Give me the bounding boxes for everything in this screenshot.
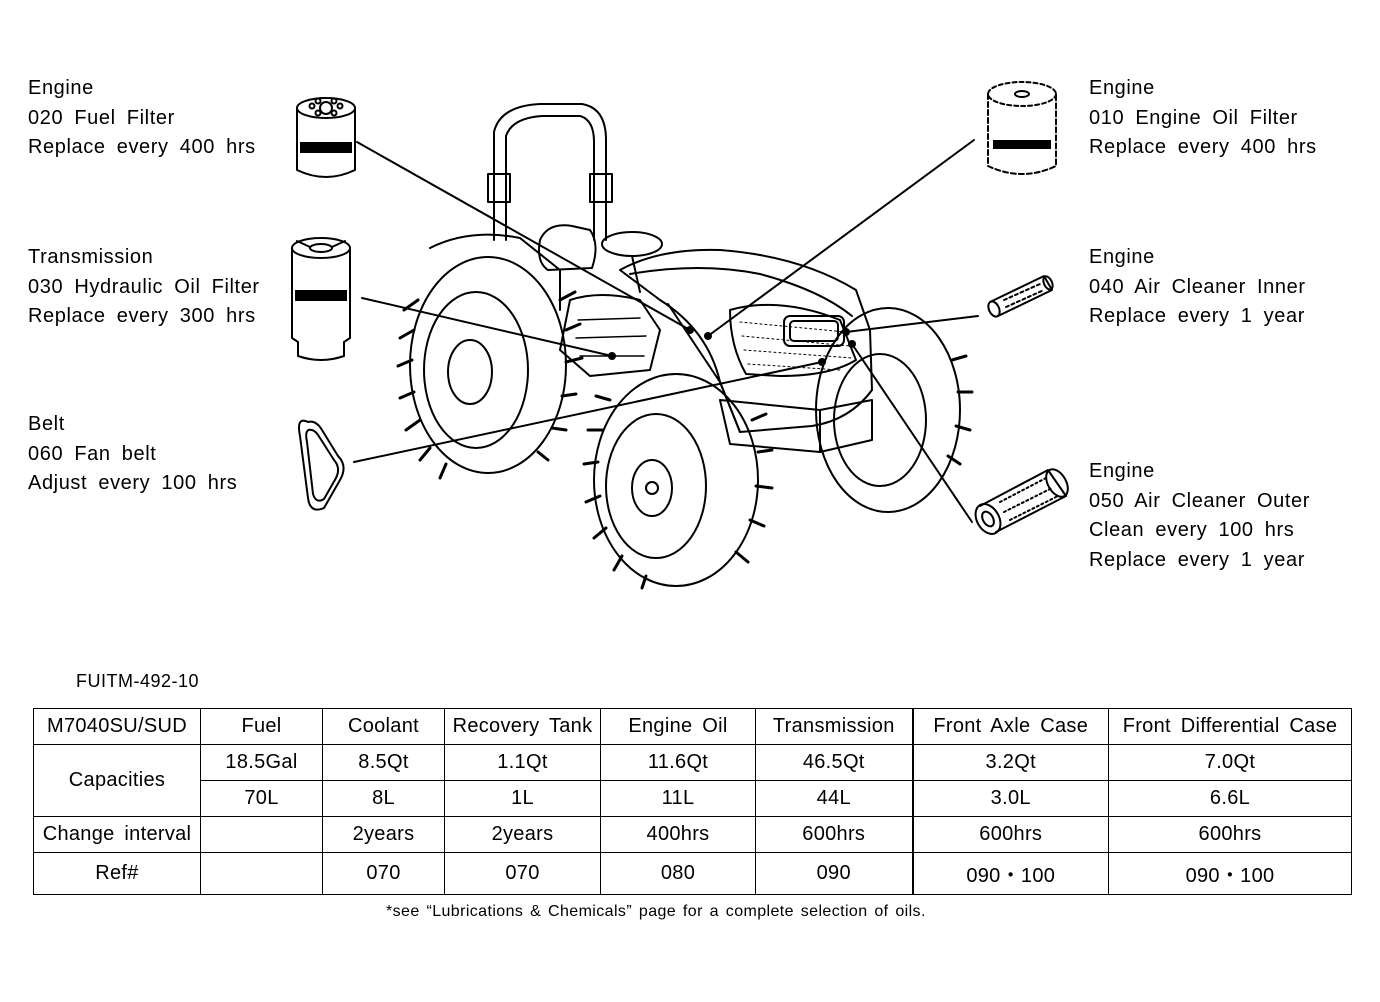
callout-category: Engine bbox=[1089, 246, 1155, 268]
header-transmission: Transmission bbox=[755, 708, 913, 745]
header-fuel: Fuel bbox=[200, 708, 323, 745]
callout-category: Engine bbox=[28, 77, 94, 99]
tractor-diagram bbox=[291, 81, 1069, 590]
table-cell: 11L bbox=[600, 780, 756, 817]
table-cell: 44L bbox=[755, 780, 913, 817]
callout-part: 010 Engine Oil Filter bbox=[1089, 106, 1298, 129]
table-cell: 600hrs bbox=[1108, 816, 1352, 853]
callout-fuel-filter: Engine 020 Fuel Filter Replace every 400… bbox=[28, 74, 256, 163]
table-cell: 600hrs bbox=[911, 816, 1109, 853]
table-header-row: M7040SU/SUD Fuel Coolant Recovery Tank E… bbox=[33, 708, 1352, 745]
callout-air-cleaner-inner: Engine 040 Air Cleaner Inner Replace eve… bbox=[1089, 243, 1306, 332]
table-cell: 11.6Qt bbox=[600, 744, 756, 781]
table-cell: 3.0L bbox=[911, 780, 1109, 817]
table-cell: 6.6L bbox=[1108, 780, 1352, 817]
table-cell: 18.5Gal bbox=[200, 744, 323, 781]
header-engine-oil: Engine Oil bbox=[600, 708, 756, 745]
air-cleaner-inner-icon bbox=[987, 275, 1054, 318]
callout-note: Replace every 400 hrs bbox=[28, 136, 256, 158]
footnote: *see “Lubrications & Chemicals” page for… bbox=[386, 903, 926, 920]
table-cell: 090・100 bbox=[911, 852, 1109, 895]
table-cell: 1.1Qt bbox=[444, 744, 601, 781]
table-cell: 070 bbox=[322, 852, 445, 895]
table-cell: 600hrs bbox=[755, 816, 913, 853]
table-cell: 2years bbox=[444, 816, 601, 853]
capacities-table: M7040SU/SUD Fuel Coolant Recovery Tank E… bbox=[33, 708, 1352, 895]
fuel-filter-icon bbox=[296, 97, 356, 178]
table-cell bbox=[200, 852, 323, 895]
header-front-differential-case: Front Differential Case bbox=[1108, 708, 1352, 745]
table-cell: 080 bbox=[600, 852, 756, 895]
table-cell: 8.5Qt bbox=[322, 744, 445, 781]
fan-belt-icon bbox=[298, 419, 345, 511]
table-cell bbox=[200, 816, 323, 853]
callout-fan-belt: Belt 060 Fan belt Adjust every 100 hrs bbox=[28, 410, 237, 499]
table-row: Capacities 18.5Gal 8.5Qt 1.1Qt 11.6Qt 46… bbox=[33, 744, 1352, 817]
callout-category: Engine bbox=[1089, 460, 1155, 482]
callout-part: 040 Air Cleaner Inner bbox=[1089, 275, 1306, 298]
callout-category: Belt bbox=[28, 413, 65, 435]
table-row: Change interval 2years 2years 400hrs 600… bbox=[33, 816, 1352, 853]
callout-part: 060 Fan belt bbox=[28, 442, 157, 465]
table-cell: 090 bbox=[755, 852, 913, 895]
callout-hydraulic-oil-filter: Transmission 030 Hydraulic Oil Filter Re… bbox=[28, 243, 260, 332]
hydraulic-oil-filter-icon bbox=[291, 237, 351, 361]
table-cell: 46.5Qt bbox=[755, 744, 913, 781]
callout-part: 050 Air Cleaner Outer bbox=[1089, 489, 1311, 512]
callout-note: Clean every 100 hrs bbox=[1089, 519, 1295, 541]
table-cell: 400hrs bbox=[600, 816, 756, 853]
header-coolant: Coolant bbox=[322, 708, 445, 745]
header-front-axle-case: Front Axle Case bbox=[911, 708, 1109, 745]
ref-label: Ref# bbox=[33, 852, 201, 895]
callout-note: Adjust every 100 hrs bbox=[28, 472, 238, 494]
air-cleaner-outer-icon bbox=[974, 468, 1069, 535]
callout-category: Engine bbox=[1089, 77, 1155, 99]
callout-part: 030 Hydraulic Oil Filter bbox=[28, 275, 260, 298]
table-cell: 2years bbox=[322, 816, 445, 853]
callout-note: Replace every 300 hrs bbox=[28, 305, 256, 327]
callout-note: Replace every 400 hrs bbox=[1089, 136, 1317, 158]
model-cell: M7040SU/SUD bbox=[33, 708, 201, 745]
header-recovery-tank: Recovery Tank bbox=[444, 708, 601, 745]
table-cell: 3.2Qt bbox=[911, 744, 1109, 781]
table-row: 70L 8L 1L 11L 44L 3.0L 6.6L bbox=[34, 780, 1352, 817]
table-cell: 8L bbox=[322, 780, 445, 817]
callout-note: Replace every 1 year bbox=[1089, 548, 1305, 571]
capacities-label: Capacities bbox=[33, 744, 201, 817]
table-row: Ref# 070 070 080 090 090・100 090・100 bbox=[33, 852, 1352, 895]
callout-part: 020 Fuel Filter bbox=[28, 106, 175, 129]
table-cell: 070 bbox=[444, 852, 601, 895]
document-id: FUITM-492-10 bbox=[76, 671, 200, 691]
table-cell: 1L bbox=[444, 780, 601, 817]
callout-note: Replace every 1 year bbox=[1089, 305, 1305, 327]
callout-air-cleaner-outer: Engine 050 Air Cleaner Outer Clean every… bbox=[1089, 457, 1310, 575]
table-cell: 70L bbox=[200, 780, 323, 817]
callout-category: Transmission bbox=[28, 246, 154, 268]
callout-engine-oil-filter: Engine 010 Engine Oil Filter Replace eve… bbox=[1089, 74, 1317, 163]
table-cell: 7.0Qt bbox=[1108, 744, 1352, 781]
table-cell: 090・100 bbox=[1108, 852, 1352, 895]
engine-oil-filter-icon bbox=[987, 81, 1057, 175]
change-interval-label: Change interval bbox=[33, 816, 201, 853]
tractor-illustration bbox=[396, 103, 974, 590]
